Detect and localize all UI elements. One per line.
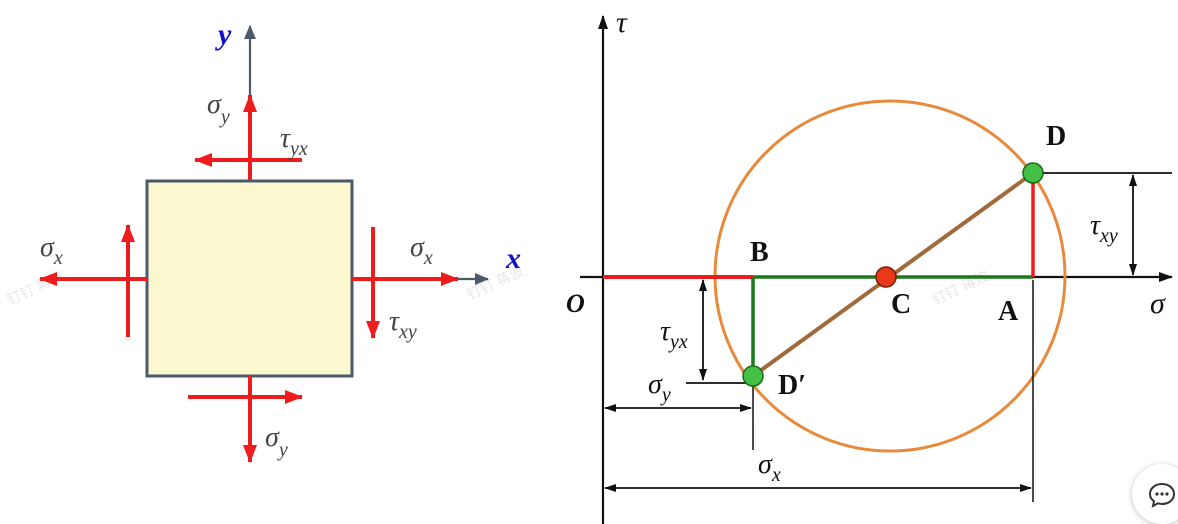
stress-element-figure: 钉钉 蒋波 钉钉 蒋波 钉钉 蒋波 y x σy τyx σx σx τxy σ… <box>5 18 526 463</box>
sigma-x-dimension-label: σx <box>758 449 781 486</box>
tau-axis-label: τ <box>616 6 628 39</box>
mohr-circle-figure: 钉钉 蒋波 τ σ O τxy τyx <box>566 6 1173 524</box>
sigma-axis-label: σ <box>1150 287 1166 320</box>
sigma-y-top-label: σy <box>207 89 230 128</box>
sigma-y-bottom-label: σy <box>265 422 288 461</box>
tau-yx-dimension-label: τyx <box>660 316 688 353</box>
tau-yx-top-label: τyx <box>280 123 308 160</box>
stress-element-square <box>145 179 354 378</box>
tau-xy-right-label: τxy <box>389 306 417 343</box>
sigma-x-right-label: σx <box>410 232 433 269</box>
point-d-label: D <box>1046 121 1066 152</box>
point-d-prime-label: D′ <box>778 370 806 401</box>
point-d-prime-marker <box>742 365 764 387</box>
watermark: 钉钉 蒋波 <box>930 269 992 309</box>
watermark: 钉钉 蒋波 <box>5 269 67 309</box>
tau-xy-dimension-label: τxy <box>1090 210 1118 247</box>
point-d-marker <box>1022 162 1044 184</box>
chat-button[interactable] <box>1132 464 1178 524</box>
center-c-marker <box>875 266 897 288</box>
sigma-y-dimension-label: σy <box>648 369 671 406</box>
sigma-x-left-label: σx <box>40 232 63 269</box>
origin-label: O <box>566 289 585 318</box>
point-c-label: C <box>891 289 911 320</box>
x-axis-label: x <box>505 242 521 275</box>
y-axis-label: y <box>215 18 232 51</box>
chat-bubble-icon <box>1148 482 1176 508</box>
point-a-label: A <box>998 296 1019 327</box>
point-b-label: B <box>750 237 769 268</box>
